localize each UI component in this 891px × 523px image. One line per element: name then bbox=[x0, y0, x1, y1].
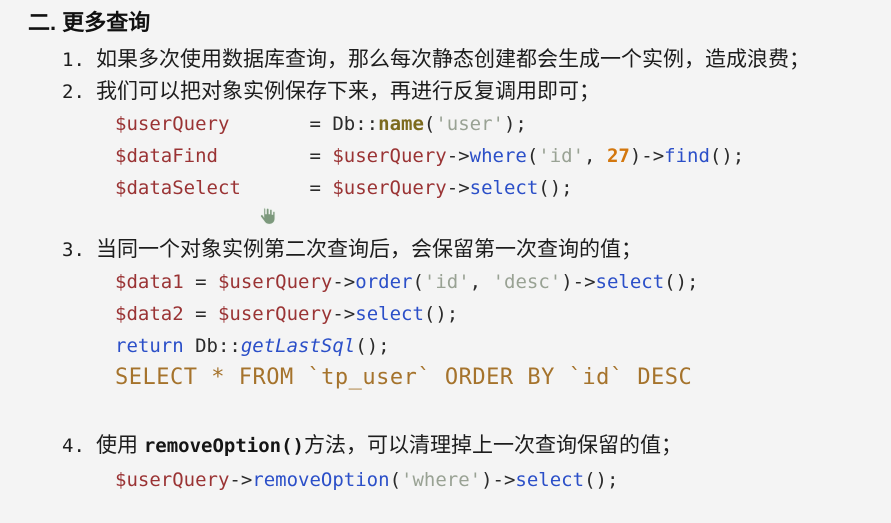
code-token: $data1 bbox=[115, 271, 184, 293]
code-token: ( bbox=[412, 271, 424, 293]
code-token: ( bbox=[526, 145, 539, 167]
code-token: -> bbox=[332, 303, 356, 325]
code-token: Db bbox=[332, 113, 356, 135]
code-token: 'id' bbox=[538, 145, 585, 167]
list-item-1: 1. 如果多次使用数据库查询，那么每次静态创建都会生成一个实例，造成浪费； bbox=[62, 44, 873, 76]
code-token: select bbox=[469, 177, 539, 199]
code-token: (); bbox=[709, 145, 745, 167]
code-token: , bbox=[469, 271, 493, 293]
code-block-query-instance: $userQuery = Db::name('user');$dataFind … bbox=[115, 108, 873, 204]
item-text: 使用 removeOption()方法，可以清理掉上一次查询保留的值； bbox=[96, 430, 682, 464]
code-token: -> bbox=[332, 271, 356, 293]
code-token: :: bbox=[355, 113, 379, 135]
code-token: $userQuery bbox=[217, 303, 333, 325]
code-token: 27 bbox=[606, 145, 630, 167]
code-token: (); bbox=[423, 303, 459, 325]
code-token: -> bbox=[229, 469, 253, 491]
code-line: $data1 = $userQuery->order('id', 'desc')… bbox=[115, 266, 873, 298]
code-token: (); bbox=[355, 335, 390, 357]
code-token: removeOption() bbox=[143, 435, 304, 457]
code-token: )-> bbox=[629, 145, 665, 167]
list-item-3: 3. 当同一个对象实例第二次查询后，会保留第一次查询的值； bbox=[62, 234, 873, 266]
item-text: 如果多次使用数据库查询，那么每次静态创建都会生成一个实例，造成浪费； bbox=[96, 48, 810, 71]
code-token: removeOption bbox=[252, 469, 390, 491]
code-token: name bbox=[378, 113, 424, 135]
code-token: getLastSql bbox=[240, 335, 356, 357]
item-number: 2. bbox=[62, 81, 85, 103]
list-item-4: 4. 使用 removeOption()方法，可以清理掉上一次查询保留的值； bbox=[62, 430, 873, 464]
item-text: 当同一个对象实例第二次查询后，会保留第一次查询的值； bbox=[96, 238, 642, 261]
code-token: )-> bbox=[561, 271, 596, 293]
code-token: $data2 bbox=[115, 303, 184, 325]
code-token: $dataSelect bbox=[115, 177, 241, 199]
code-token: 方法，可以清理掉上一次查询保留的值； bbox=[304, 434, 682, 457]
code-token: return bbox=[115, 335, 184, 357]
code-token: ( bbox=[423, 113, 436, 135]
code-token: 'where' bbox=[401, 469, 482, 491]
code-token: (); bbox=[664, 271, 699, 293]
code-token: find bbox=[664, 145, 710, 167]
code-token: (); bbox=[584, 469, 619, 491]
code-token: order bbox=[355, 271, 413, 293]
code-token: $userQuery bbox=[115, 113, 230, 135]
code-token: SELECT * FROM `tp_user` ORDER BY `id` DE… bbox=[115, 365, 693, 390]
numbered-list: 1. 如果多次使用数据库查询，那么每次静态创建都会生成一个实例，造成浪费； 2.… bbox=[62, 44, 873, 496]
code-token: $dataFind bbox=[115, 145, 218, 167]
code-line: $data2 = $userQuery->select(); bbox=[115, 298, 873, 330]
code-line: SELECT * FROM `tp_user` ORDER BY `id` DE… bbox=[115, 362, 873, 394]
code-token: = bbox=[183, 303, 218, 325]
code-token: -> bbox=[446, 177, 470, 199]
cursor-row bbox=[62, 204, 873, 234]
code-token: $userQuery bbox=[115, 469, 230, 491]
code-token: select bbox=[595, 271, 665, 293]
code-token: = bbox=[229, 113, 333, 135]
code-block-remove-option: $userQuery->removeOption('where')->selec… bbox=[115, 464, 873, 496]
code-token: ); bbox=[503, 113, 527, 135]
code-token: $userQuery bbox=[332, 177, 447, 199]
code-token: = bbox=[183, 271, 218, 293]
item-number: 3. bbox=[62, 239, 85, 261]
code-line: $dataFind = $userQuery->where('id', 27)-… bbox=[115, 140, 873, 172]
code-token: ( bbox=[389, 469, 402, 491]
code-token: select bbox=[515, 469, 585, 491]
code-token: 'id' bbox=[423, 271, 470, 293]
code-token: $userQuery bbox=[217, 271, 333, 293]
code-token: , bbox=[584, 145, 607, 167]
code-token: 使用 bbox=[96, 434, 144, 457]
list-item-2: 2. 我们可以把对象实例保存下来，再进行反复调用即可； bbox=[62, 76, 873, 108]
code-block-repeat-query: $data1 = $userQuery->order('id', 'desc')… bbox=[115, 266, 873, 394]
code-token: -> bbox=[446, 145, 470, 167]
code-token: = bbox=[217, 145, 333, 167]
code-token: (); bbox=[538, 177, 573, 199]
code-line: $userQuery = Db::name('user'); bbox=[115, 108, 873, 140]
hand-cursor-icon bbox=[258, 206, 276, 226]
item-number: 4. bbox=[62, 435, 85, 457]
item-number: 1. bbox=[62, 49, 85, 71]
code-line: return Db::getLastSql(); bbox=[115, 330, 873, 362]
code-token: 'user' bbox=[435, 113, 504, 135]
code-token: $userQuery bbox=[332, 145, 447, 167]
code-token: )-> bbox=[481, 469, 516, 491]
notes-page: 二. 更多查询 1. 如果多次使用数据库查询，那么每次静态创建都会生成一个实例，… bbox=[28, 8, 873, 496]
code-line: $userQuery->removeOption('where')->selec… bbox=[115, 464, 873, 496]
code-line: $dataSelect = $userQuery->select(); bbox=[115, 172, 873, 204]
item-text: 我们可以把对象实例保存下来，再进行反复调用即可； bbox=[96, 80, 600, 103]
code-token: select bbox=[355, 303, 424, 325]
code-token: Db bbox=[183, 335, 218, 357]
code-token: :: bbox=[217, 335, 241, 357]
code-token: = bbox=[240, 177, 333, 199]
page-title: 二. 更多查询 bbox=[28, 10, 151, 35]
code-token: where bbox=[469, 145, 527, 167]
code-token: 'desc' bbox=[492, 271, 562, 293]
